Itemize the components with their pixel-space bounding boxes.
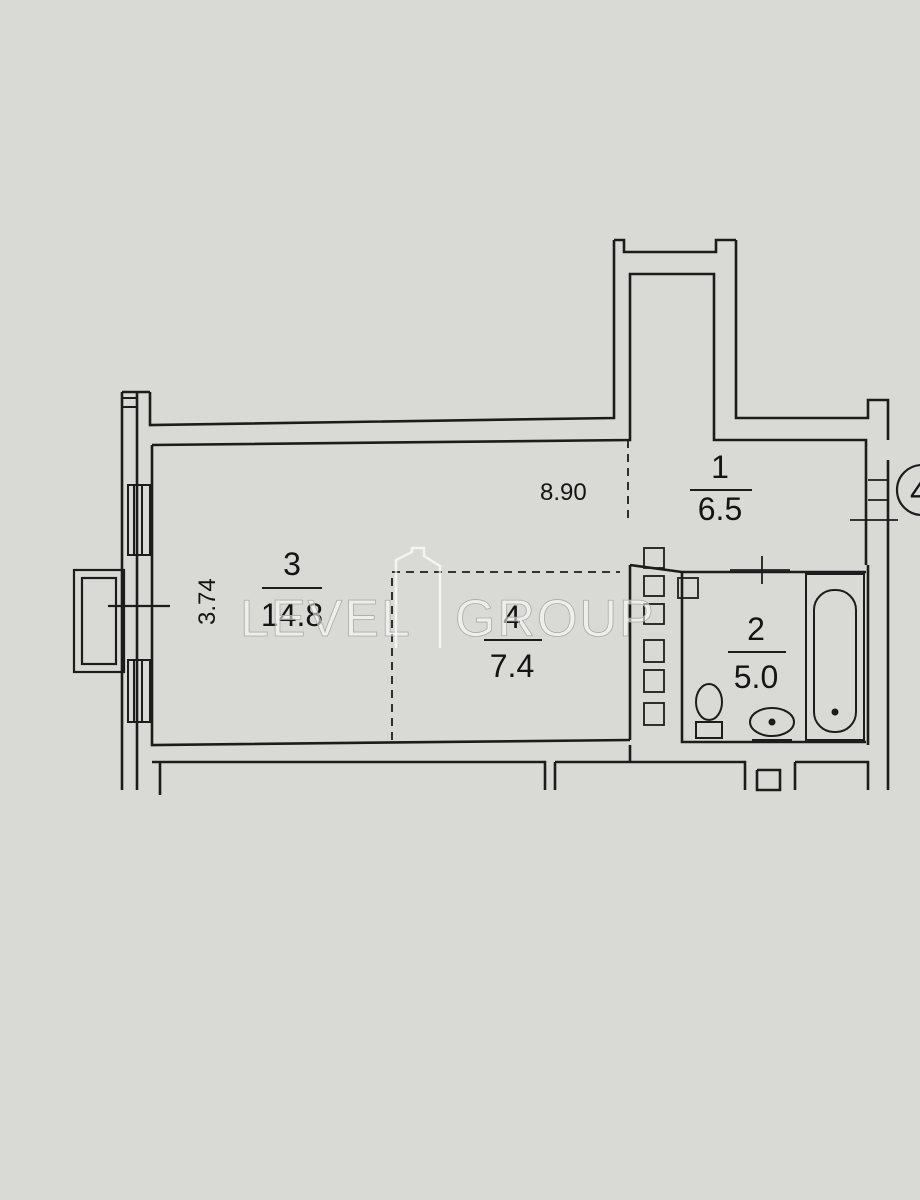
window-left bbox=[122, 397, 151, 723]
dimension-width: 3.74 bbox=[194, 578, 221, 625]
door-bathroom bbox=[730, 556, 790, 584]
sink-icon bbox=[749, 707, 795, 741]
room-2-area: 5.0 bbox=[734, 659, 778, 695]
toilet-icon bbox=[695, 683, 723, 739]
ventilation-block-icon bbox=[643, 547, 699, 726]
axis-marker: 4 bbox=[895, 463, 920, 517]
watermark-text-right: GROUP bbox=[455, 590, 656, 648]
watermark-text-left: LEVEL bbox=[240, 590, 412, 648]
zone-lines bbox=[391, 440, 629, 740]
balcony-icon bbox=[72, 568, 170, 674]
room-2-number: 2 bbox=[747, 611, 765, 647]
room-4-number: 4 bbox=[503, 599, 521, 635]
room-1-number: 1 bbox=[711, 449, 729, 485]
room-1-area: 6.5 bbox=[698, 491, 742, 527]
watermark: LEVEL GROUP bbox=[240, 546, 656, 648]
watermark-building-icon bbox=[394, 546, 442, 648]
walls bbox=[120, 238, 890, 795]
axis-marker-label: 4 bbox=[910, 473, 920, 511]
room-4-area: 7.4 bbox=[490, 648, 534, 684]
dimension-length: 8.90 bbox=[540, 479, 587, 506]
bathtub-icon bbox=[805, 573, 865, 741]
room-3-area: 14.8 bbox=[261, 597, 323, 633]
room-3-number: 3 bbox=[283, 546, 301, 582]
door-entry bbox=[850, 479, 898, 521]
